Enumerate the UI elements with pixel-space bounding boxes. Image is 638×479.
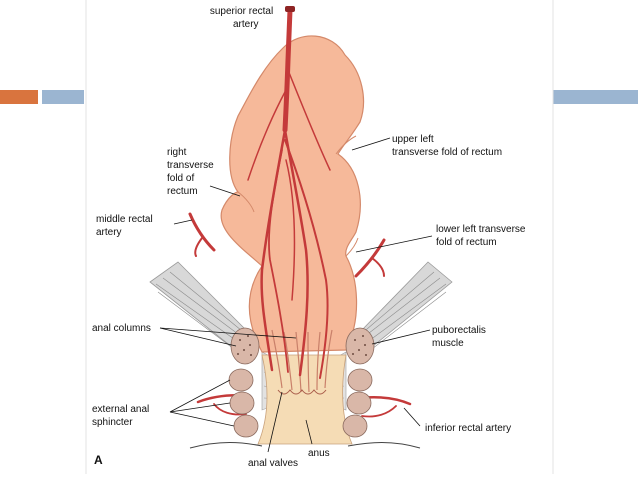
anal-canal [257, 354, 353, 445]
anal-valves [277, 389, 327, 395]
middle-rectal-artery-right [354, 238, 386, 278]
external-anal-sphincter-left [228, 368, 259, 438]
right-fold-line [237, 191, 255, 213]
label-superior-rectal-artery: superior rectal artery [210, 6, 276, 30]
label-puborectalis-muscle: puborectalis muscle [432, 325, 489, 349]
label-upper-left-fold: upper left transverse fold of rectum [392, 134, 502, 158]
panel-letter: A [94, 453, 103, 467]
external-anal-sphincter-right [342, 368, 373, 438]
lower-left-fold-line [345, 237, 359, 257]
upper-left-fold-line [335, 135, 357, 155]
accent-bar-orange-left [0, 90, 38, 104]
label-middle-rectal-artery: middle rectal artery [96, 214, 155, 238]
puborectalis-bundle-right [345, 327, 375, 365]
superior-rectal-artery [247, 7, 331, 379]
label-anus: anus [308, 448, 330, 459]
accent-bar-blue-right [553, 90, 638, 104]
accent-bar-blue-left [42, 90, 84, 104]
label-lower-left-fold: lower left transverse fold of rectum [436, 224, 528, 248]
label-anal-columns: anal columns [92, 323, 151, 334]
leader-lines [159, 137, 433, 453]
label-right-transverse-fold: right transverse fold of rectum [167, 147, 216, 197]
label-external-anal-sphincter: external anal sphincter [92, 404, 152, 428]
perineal-skin-right [347, 442, 421, 449]
puborectalis-bundle-left [230, 327, 260, 365]
superior-rectal-artery-tip [285, 6, 295, 12]
label-inferior-rectal-artery: inferior rectal artery [425, 423, 511, 434]
label-anal-valves: anal valves [248, 458, 298, 469]
perineal-skin-left [189, 442, 263, 449]
middle-rectal-artery-left [188, 212, 216, 257]
